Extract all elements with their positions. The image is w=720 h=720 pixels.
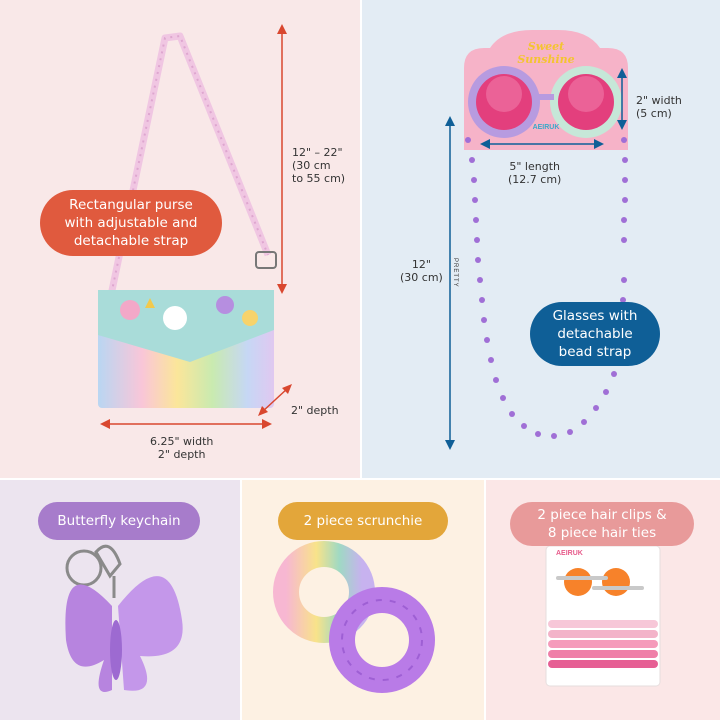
hair-label: 2 piece hair clips & 8 piece hair ties [537, 507, 667, 541]
glasses-label: Glasses with detachable bead strap [552, 308, 638, 360]
strap-length-dimension: 12" – 22" (30 cm to 55 cm) [292, 146, 346, 185]
purse-label-pill: Rectangular purse with adjustable and de… [40, 190, 222, 256]
hair-card-brand: AEIRUK [556, 550, 583, 557]
card-title: Sweet Sunshine [517, 40, 575, 66]
keychain-label: Butterfly keychain [57, 513, 181, 529]
purse-label: Rectangular purse with adjustable and de… [64, 197, 198, 249]
purse-illustration [98, 24, 292, 429]
glasses-length-dimension: 5" length (12.7 cm) [508, 160, 562, 186]
glasses-height-dimension: 2" width (5 cm) [636, 94, 682, 120]
glasses-panel: Sweet Sunshine AEIRUK PRETTY 2" width (5… [362, 0, 720, 478]
glasses-label-pill: Glasses with detachable bead strap [530, 302, 660, 366]
depth-dimension: 2" depth [291, 404, 339, 417]
keychain-label-pill: Butterfly keychain [38, 502, 200, 540]
hair-label-pill: 2 piece hair clips & 8 piece hair ties [510, 502, 694, 546]
strap-length-dimension: 12" (30 cm) [400, 258, 443, 284]
hair-accessories-illustration [545, 545, 661, 687]
hair-accessories-panel: AEIRUK 2 piece hair clips & 8 piece hair… [486, 480, 720, 720]
purse-panel: Rectangular purse with adjustable and de… [0, 0, 360, 478]
scrunchie-label-pill: 2 piece scrunchie [278, 502, 448, 540]
butterfly-keychain-illustration [65, 544, 183, 692]
scrunchie-illustration [273, 541, 435, 693]
keychain-panel: Butterfly keychain [0, 480, 240, 720]
width-dimension: 6.25" width 2" depth [150, 435, 214, 461]
scrunchie-label: 2 piece scrunchie [303, 513, 423, 529]
card-brand: AEIRUK [532, 124, 560, 131]
glasses-illustration [445, 30, 628, 450]
scrunchie-panel: 2 piece scrunchie [242, 480, 484, 720]
strap-tag-text: PRETTY [452, 258, 458, 288]
